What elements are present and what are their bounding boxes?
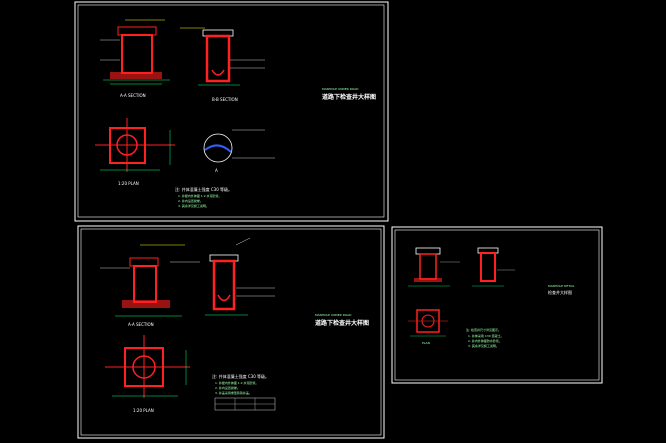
sheet-1-plan-label: 1:20 PLAN: [118, 181, 139, 186]
sheet-1-inner-frame: [77, 4, 385, 218]
sheet-1-title-cn: 道路下检查井大样图: [322, 93, 376, 101]
sheet-2-plan: 1:20 PLAN: [105, 335, 190, 413]
sheet-3-note-line: 2. 井内外抹面防水砂浆。: [468, 338, 502, 343]
sheet-2-section-a-label: A-A SECTION: [128, 322, 154, 327]
sheet-3-note-line: 3. 其余详见施工说明。: [468, 343, 499, 348]
sheet-1-section-b: B-B SECTION: [180, 27, 265, 102]
sheet-1[interactable]: A-A SECTION B-B SECTION 1:20 PLAN: [74, 1, 389, 222]
sheet-2-note-line: 1. 井壁内外抹面 1:2 水泥砂浆。: [215, 380, 259, 385]
sheet-1-note-line: 3. 其余详见施工说明。: [178, 203, 209, 208]
sheet-3-title-en: MANHOLE DETAIL: [548, 284, 575, 288]
sheet-3-section-a: [408, 247, 460, 287]
sheet-2-note-heading: 注: 井体混凝土强度 C30 等级。: [212, 373, 269, 379]
sheet-2-section-a: A-A SECTION: [100, 244, 200, 327]
sheet-3-notes: 注: 检查井尺寸详见图示。 1. 井体采用 C30 混凝土。 2. 井内外抹面防…: [466, 327, 504, 348]
sheet-1-detail-label: A: [215, 168, 218, 173]
sheet-1-title-en: MANHOLE UNDER ROAD: [322, 87, 359, 91]
sheet-3-note-heading: 注: 检查井尺寸详见图示。: [466, 327, 501, 332]
sheet-2[interactable]: A-A SECTION 1:20 PLAN MANHOLE UNDER ROAD…: [77, 225, 385, 439]
sheet-2-note-line: 3. 井盖采用重型铸铁井盖。: [215, 390, 252, 395]
sheet-1-notes: 注: 井体混凝土强度 C30 等级。 1. 井壁内外抹面 1:2 水泥砂浆。 2…: [175, 186, 232, 208]
sheet-2-inner-frame: [80, 228, 382, 436]
sheet-1-section-a: A-A SECTION: [100, 19, 170, 98]
sheet-2-plan-label: 1:20 PLAN: [133, 408, 154, 413]
sheet-2-note-line: 2. 井内设置爬梯。: [215, 385, 240, 390]
sheet-1-plan: 1:20 PLAN: [95, 118, 175, 186]
sheet-2-notes: 注: 井体混凝土强度 C30 等级。 1. 井壁内外抹面 1:2 水泥砂浆。 2…: [212, 373, 276, 411]
sheet-1-outer-frame: [74, 1, 389, 222]
sheet-3-note-line: 1. 井体采用 C30 混凝土。: [468, 333, 504, 338]
sheet-1-section-a-label: A-A SECTION: [120, 93, 146, 98]
sheet-3-title-cn: 检查井大样图: [548, 289, 572, 295]
sheet-2-outer-frame: [77, 225, 385, 439]
sheet-1-note-heading: 注: 井体混凝土强度 C30 等级。: [175, 186, 232, 192]
sheet-3[interactable]: PLAN MANHOLE DETAIL 检查井大样图 注: 检查井尺寸详见图示。…: [391, 226, 603, 384]
sheet-1-detail-a: A: [203, 129, 275, 173]
sheet-2-title-cn: 道路下检查井大样图: [315, 319, 369, 327]
sheet-2-title-en: MANHOLE UNDER ROAD: [315, 313, 352, 317]
sheet-3-outer-frame: [391, 226, 603, 384]
sheet-2-section-b: [205, 237, 275, 316]
sheet-3-inner-frame: [394, 229, 600, 381]
sheet-3-section-b: [472, 247, 515, 287]
sheet-1-note-line: 1. 井壁内外抹面 1:2 水泥砂浆。: [178, 193, 222, 198]
sheet-3-plan: PLAN: [408, 309, 448, 345]
sheet-1-note-line: 2. 井内设置爬梯。: [178, 198, 203, 203]
sheet-3-plan-label: PLAN: [422, 341, 430, 345]
sheet-1-section-b-label: B-B SECTION: [212, 97, 238, 102]
